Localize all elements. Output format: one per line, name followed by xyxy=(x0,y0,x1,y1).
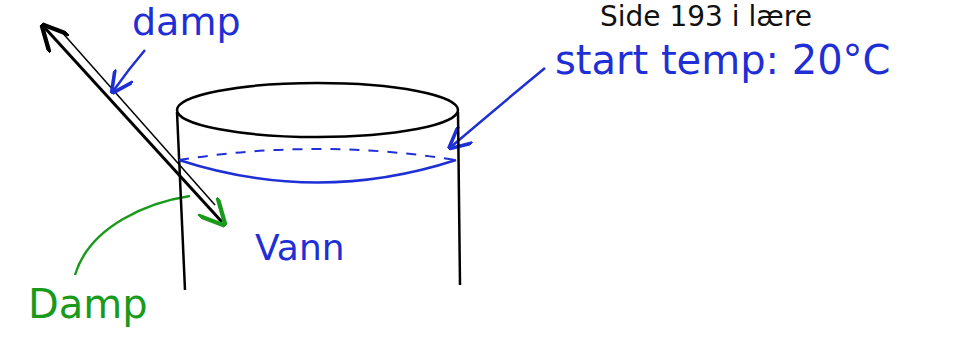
sketch-label: start temp: 20°C xyxy=(555,38,891,82)
pot-side xyxy=(458,112,460,285)
sketch-label: Damp xyxy=(28,282,148,326)
pot-label: Vann xyxy=(255,228,345,268)
water-surface xyxy=(179,160,456,183)
water-surface-back xyxy=(179,149,456,160)
steam-line xyxy=(45,28,222,222)
pointer-line xyxy=(114,50,145,90)
sketch-label: Side 193 i lære xyxy=(600,2,812,33)
steam-line xyxy=(60,30,215,205)
sketch-label: damp xyxy=(132,2,241,44)
pot-rim xyxy=(177,83,458,137)
pot-side xyxy=(177,112,185,290)
pointer-line xyxy=(75,196,190,275)
pointer-line xyxy=(452,68,545,146)
pot: Vann xyxy=(170,80,465,295)
